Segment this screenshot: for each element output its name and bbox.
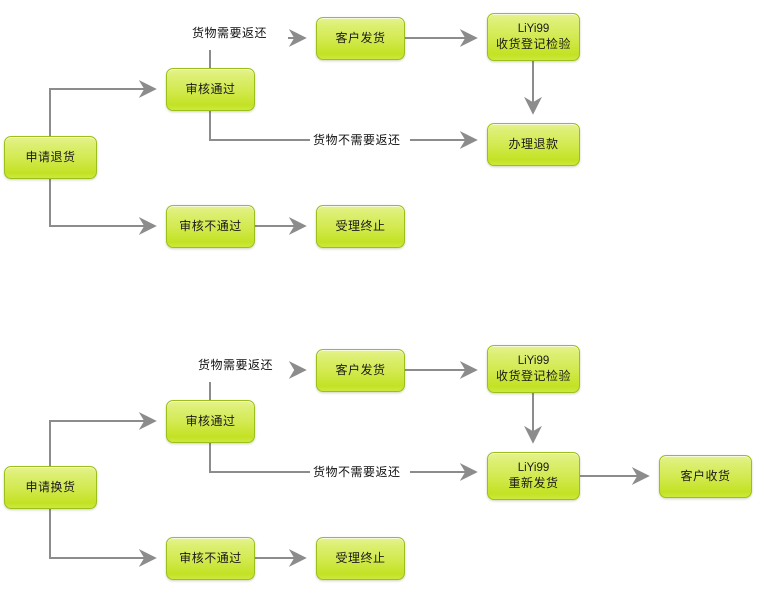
edge-apply-to-rejected xyxy=(49,179,157,235)
edge-apply-exchange-to-approved xyxy=(49,412,157,466)
node-receive-inspect-exchange[interactable]: LiYi99 收货登记检验 xyxy=(487,345,580,393)
node-label-owner: LiYi99 xyxy=(517,23,550,35)
node-process-refund[interactable]: 办理退款 xyxy=(487,123,580,166)
node-label: 审核不通过 xyxy=(179,551,242,565)
node-label: 申请退货 xyxy=(25,150,76,164)
node-label-owner: LiYi99 xyxy=(517,355,550,367)
edge-approved-to-no-need-return-exchange xyxy=(209,443,310,473)
node-label: 客户收货 xyxy=(680,469,731,483)
node-audit-approved-return[interactable]: 审核通过 xyxy=(166,68,255,111)
edge-label-need-return-top: 货物需要返还 xyxy=(190,26,270,40)
node-reship[interactable]: LiYi99 重新发货 xyxy=(487,452,580,500)
node-label: 审核不通过 xyxy=(179,219,242,233)
node-label: 办理退款 xyxy=(508,137,559,151)
edge-apply-exchange-to-rejected xyxy=(49,509,157,567)
edge-approved-to-no-need-return xyxy=(209,111,310,141)
node-label: 审核通过 xyxy=(185,82,236,96)
node-customer-receive[interactable]: 客户收货 xyxy=(659,455,752,498)
node-label: 受理终止 xyxy=(335,551,386,565)
node-label: 重新发货 xyxy=(508,476,559,490)
edge-label-no-need-return-top: 货物不需要返还 xyxy=(311,133,403,147)
node-case-terminated-exchange[interactable]: 受理终止 xyxy=(316,537,405,580)
node-audit-rejected-return[interactable]: 审核不通过 xyxy=(166,205,255,248)
edge-label-no-need-return-bottom: 货物不需要返还 xyxy=(311,465,403,479)
edge-label-need-return-bottom: 货物需要返还 xyxy=(196,358,276,372)
node-label: 收货登记检验 xyxy=(495,37,571,51)
node-apply-exchange[interactable]: 申请换货 xyxy=(4,466,97,509)
node-customer-ship-return[interactable]: 客户发货 xyxy=(316,17,405,60)
node-label: 审核通过 xyxy=(185,414,236,428)
node-label: 客户发货 xyxy=(335,31,386,45)
node-receive-inspect-return[interactable]: LiYi99 收货登记检验 xyxy=(487,13,580,61)
node-apply-return[interactable]: 申请退货 xyxy=(4,136,97,179)
node-customer-ship-exchange[interactable]: 客户发货 xyxy=(316,349,405,392)
node-audit-rejected-exchange[interactable]: 审核不通过 xyxy=(166,537,255,580)
node-audit-approved-exchange[interactable]: 审核通过 xyxy=(166,400,255,443)
edge-apply-to-approved xyxy=(49,80,157,136)
node-label: 受理终止 xyxy=(335,219,386,233)
node-case-terminated-return[interactable]: 受理终止 xyxy=(316,205,405,248)
node-label-owner: LiYi99 xyxy=(517,462,550,474)
node-label: 客户发货 xyxy=(335,363,386,377)
node-label: 收货登记检验 xyxy=(495,369,571,383)
node-label: 申请换货 xyxy=(25,480,76,494)
